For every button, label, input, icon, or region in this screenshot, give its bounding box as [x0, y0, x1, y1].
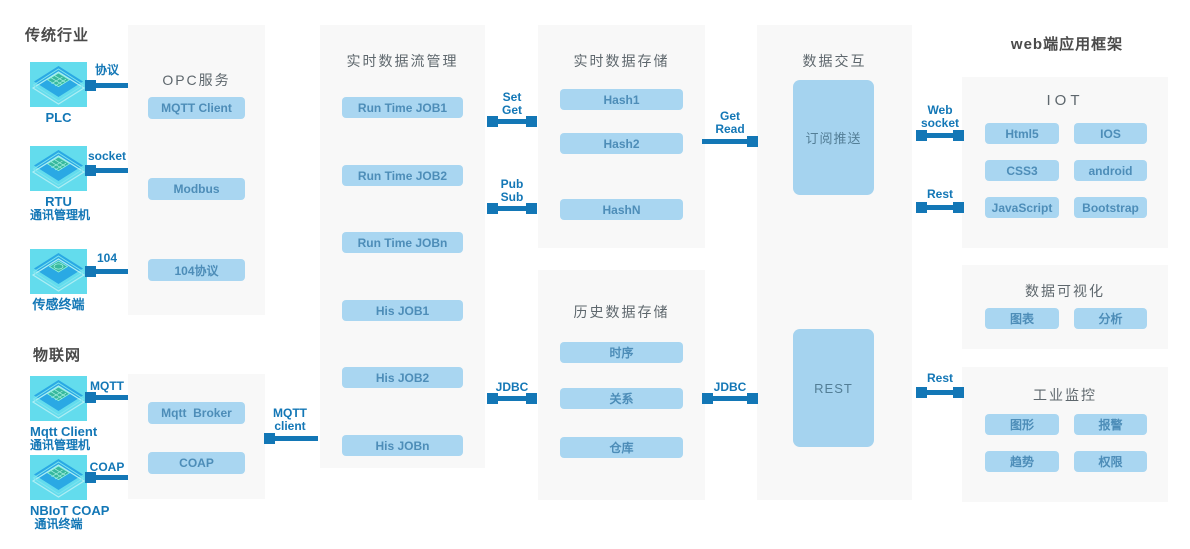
chip-trend: 趋势 [985, 451, 1059, 472]
chip-css3: CSS3 [985, 160, 1059, 181]
chip-analysis: 分析 [1074, 308, 1147, 329]
connector-web-socket [916, 130, 964, 141]
connector-pub-sub [487, 203, 537, 214]
panel-title: OPC服务 [162, 72, 231, 88]
panel-iot-gateway: Mqtt Broker COAP [128, 374, 265, 499]
connector-label-jdbc-left: JDBC [495, 380, 529, 394]
device-mqtt-client: Mqtt Client 通讯管理机 [30, 376, 98, 452]
web-app-framework-title: web端应用框架 [1010, 36, 1124, 53]
connector-rest-top [916, 202, 964, 213]
device-label: Mqtt Client [30, 424, 98, 439]
device-nbiot-coap: NBIoT COAP 通讯终端 [30, 455, 110, 531]
chip-mqtt-client: MQTT Client [148, 97, 245, 119]
chip-ios: IOS [1074, 123, 1147, 144]
connector-label-socket: socket [87, 149, 127, 163]
rtu-chip-icon [30, 146, 87, 191]
chip-hashn: HashN [560, 199, 683, 220]
chip-graphics: 图形 [985, 414, 1059, 435]
connector-nbiot-gateway [85, 472, 128, 483]
chip-mqtt-broker: Mqtt Broker [148, 402, 245, 424]
connector-mqttclient-gateway [85, 392, 128, 403]
chip-his-jobn: His JOBn [342, 435, 463, 456]
section-label-iot-net: 物联网 [33, 347, 82, 364]
chip-runtime-jobn: Run Time JOBn [342, 232, 463, 253]
box-rest: REST [793, 329, 874, 447]
connector-gateway-stream [264, 433, 318, 444]
chip-modbus: Modbus [148, 178, 245, 200]
chip-runtime-job2: Run Time JOB2 [342, 165, 463, 186]
chip-his-job1: His JOB1 [342, 300, 463, 321]
chip-android: android [1074, 160, 1147, 181]
device-label: 传感终端 [32, 297, 85, 312]
device-sublabel: 通讯管理机 [30, 208, 91, 222]
chip-bootstrap: Bootstrap [1074, 197, 1147, 218]
chip-javascript: JavaScript [985, 197, 1059, 218]
device-sublabel: 通讯终端 [34, 517, 83, 531]
connector-label-mqtt-client: MQTT client [273, 406, 307, 433]
panel-history-store: 历史数据存储 时序 关系 仓库 [538, 270, 705, 500]
connector-label-rest-top: Rest [926, 187, 953, 201]
connector-jdbc-left [487, 393, 537, 404]
connector-sensor-opc [85, 266, 128, 277]
chip-alarm: 报警 [1074, 414, 1147, 435]
connector-label-mqtt: MQTT [90, 379, 124, 393]
connector-plc-opc [85, 80, 128, 91]
connector-label-protocol: 协议 [94, 63, 119, 77]
connector-label-get-read: Get Read [715, 109, 745, 136]
connector-label-set-get: Set Get [501, 90, 522, 117]
mqtt-client-chip-icon [30, 376, 87, 421]
connector-jdbc-right [702, 393, 758, 404]
panel-realtime-store: 实时数据存储 Hash1 Hash2 HashN [538, 25, 705, 248]
panel-title: 工业监控 [1033, 387, 1097, 403]
panel-title: 实时数据流管理 [346, 53, 459, 69]
panel-stream-management: 实时数据流管理 Run Time JOB1 Run Time JOB2 Run … [320, 25, 485, 468]
panel-title: IOT [1046, 92, 1084, 109]
connector-label-104: 104 [96, 251, 118, 265]
device-label: NBIoT COAP [30, 503, 110, 518]
plc-chip-icon [30, 62, 87, 107]
connector-rest-bottom [916, 387, 964, 398]
chip-hash1: Hash1 [560, 89, 683, 110]
device-label: PLC [45, 110, 72, 125]
device-plc: PLC [30, 62, 87, 124]
panel-title: 实时数据存储 [573, 53, 670, 69]
panel-title: 数据可视化 [1025, 283, 1105, 299]
section-label-traditional: 传统行业 [25, 27, 90, 44]
chip-charts: 图表 [985, 308, 1059, 329]
connector-get-read [702, 136, 758, 147]
device-label: RTU [45, 194, 72, 209]
chip-runtime-job1: Run Time JOB1 [342, 97, 463, 118]
box-subscribe-push: 订阅推送 [793, 80, 874, 195]
connector-label-jdbc-right: JDBC [713, 380, 747, 394]
nbiot-chip-icon [30, 455, 87, 500]
panel-iot-web: IOT Html5 IOS CSS3 android JavaScript Bo… [962, 77, 1168, 248]
chip-html5: Html5 [985, 123, 1059, 144]
connector-set-get [487, 116, 537, 127]
panel-title: 历史数据存储 [573, 304, 670, 320]
connector-label-coap: COAP [89, 460, 125, 474]
chip-warehouse: 仓库 [560, 437, 683, 458]
device-sublabel: 通讯管理机 [30, 438, 91, 452]
panel-industrial-monitor: 工业监控 图形 报警 趋势 权限 [962, 367, 1168, 502]
connector-label-rest-bottom: Rest [926, 371, 953, 385]
panel-opc-service: OPC服务 MQTT Client Modbus 104协议 [128, 25, 265, 315]
connector-label-web-socket: Web socket [920, 103, 960, 130]
chip-relational: 关系 [560, 388, 683, 409]
chip-hash2: Hash2 [560, 133, 683, 154]
connector-rtu-opc [85, 165, 128, 176]
panel-data-viz: 数据可视化 图表 分析 [962, 265, 1168, 349]
panel-title: 数据交互 [802, 53, 867, 69]
chip-coap: COAP [148, 452, 245, 474]
chip-timeseries: 时序 [560, 342, 683, 363]
panel-data-exchange: 数据交互 订阅推送 REST [757, 25, 912, 500]
sensor-chip-icon [30, 249, 87, 294]
connector-label-pub-sub: Pub Sub [500, 177, 524, 204]
chip-104-protocol: 104协议 [148, 259, 245, 281]
device-sensor-terminal: 传感终端 [30, 249, 87, 311]
device-rtu: RTU 通讯管理机 [30, 146, 91, 222]
chip-permission: 权限 [1074, 451, 1147, 472]
chip-his-job2: His JOB2 [342, 367, 463, 388]
